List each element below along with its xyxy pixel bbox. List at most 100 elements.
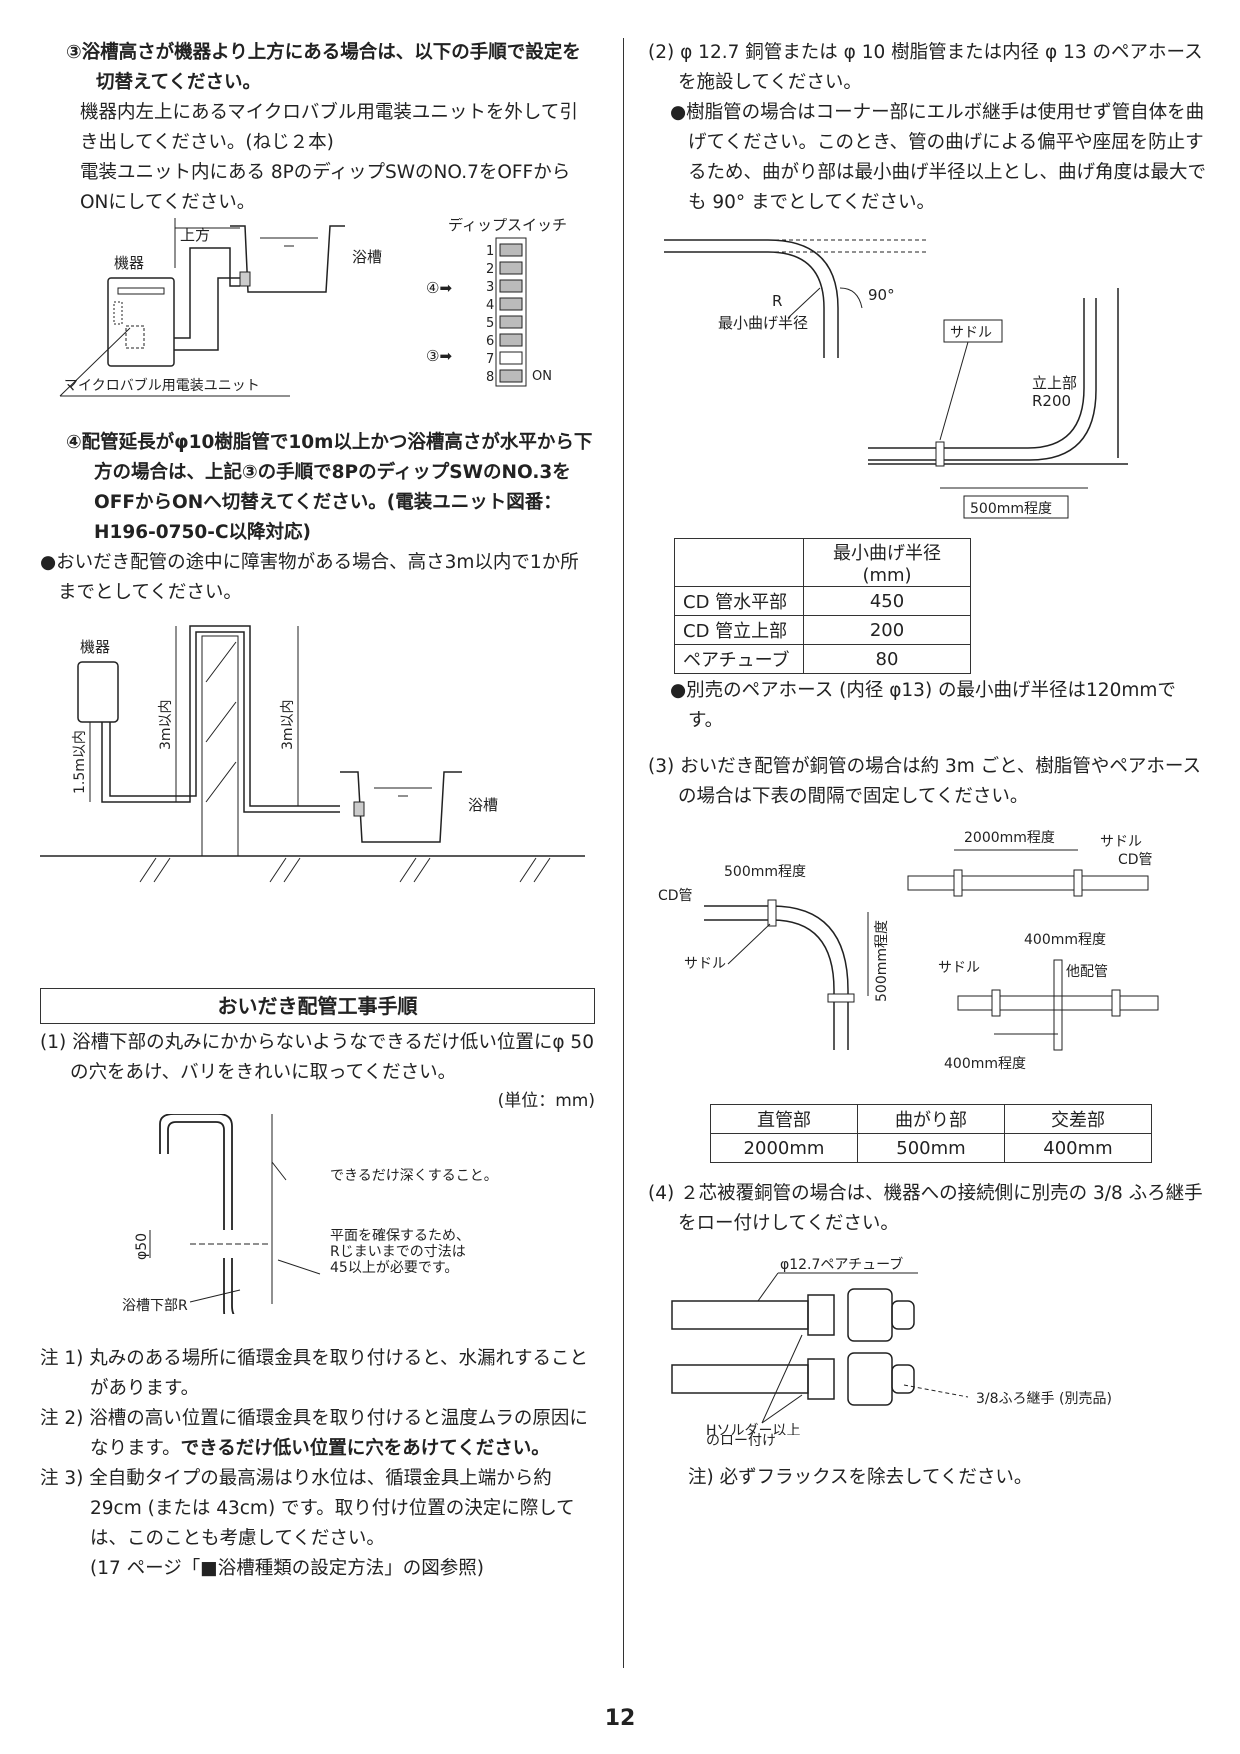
table-row: CD 管水平部 450: [674, 586, 971, 616]
fig4-saddle-box: [943, 319, 1003, 343]
table-row: ペアチューブ 80: [674, 644, 971, 674]
fig-bending-radius-diagram: 90° R 最小曲げ半径 サドル 立上部 R200 500mm程度: [664, 239, 1128, 519]
fig5-cross-pipe: [957, 995, 1159, 1011]
table2-value: 400mm: [1004, 1133, 1152, 1163]
fig5-saddle-5: [991, 989, 1001, 1017]
right-column: (2) φ 12.7 銅管または φ 10 樹脂管または内径 φ 13 のペアホ…: [648, 38, 1208, 1493]
note-3: 注 3) 全自動タイプの最高湯はり水位は、循環金具上端から約29cm (または …: [40, 1468, 575, 1549]
page-number: 12: [604, 1706, 636, 1731]
table1-header: 最小曲げ半径 (mm): [803, 538, 971, 587]
fig4-pipe-b: [664, 251, 825, 358]
dip-switch-number: 4: [486, 298, 494, 313]
fig3-phi50-label: φ50: [134, 1233, 150, 1260]
table1-row-value: 450: [803, 586, 971, 616]
procedure-4: (4) ２芯被覆銅管の場合は、機器への接続側に別売の 3/8 ふろ継手をロー付け…: [648, 1183, 1203, 1234]
device-box: [107, 277, 175, 367]
fig5-saddle-b-leader: [727, 923, 771, 965]
fig1-dip-title: ディップスイッチ: [448, 218, 567, 234]
wall-hatch-3: [205, 761, 237, 803]
fig1-marker-4: ④➡: [426, 279, 452, 297]
table1-row-name: ペアチューブ: [674, 644, 804, 674]
fig5-saddle-2: [1073, 869, 1083, 897]
fig5-saddle-4: [827, 993, 855, 1003]
fig1-on-label: ON: [532, 369, 552, 384]
note-2-text: 注 2) 浴槽の高い位置に循環金具を取り付けると温度ムラの原因になります。: [40, 1408, 588, 1459]
lower-pipe: [174, 277, 240, 351]
dip-switch-number: 2: [486, 262, 494, 277]
fig3-flat-label-1: 平面を確保するため、: [330, 1228, 470, 1244]
fig4-r-label: R: [772, 292, 782, 310]
left-column: ③浴槽高さが機器より上方にある場合は、以下の手順で設定を切替えてください。 機器…: [40, 38, 595, 1584]
table2-value: 500mm: [857, 1133, 1005, 1163]
fig4-saddle-leader: [939, 341, 969, 441]
fig5-other-label: 他配管: [1066, 964, 1108, 980]
device-top-slot: [117, 287, 165, 295]
fig2-h15-label: 1.5m以内: [72, 730, 88, 794]
fig5-cd-b-label: CD管: [658, 888, 693, 904]
fig3-tub-wall: [223, 1258, 226, 1314]
note-flux: 注) 必ずフラックスを除去してください。: [688, 1467, 1033, 1488]
fig1-unit-label: マイクロバブル用電装ユニット: [64, 377, 260, 394]
note-2-emphasis: できるだけ低い位置に穴をあけてください。: [180, 1438, 550, 1459]
procedure-3: (3) おいだき配管が銅管の場合は約 3m ごと、樹脂管やペアホースの場合は下表…: [648, 756, 1201, 807]
table1-row-name: CD 管水平部: [674, 586, 804, 616]
table1-row-value: 80: [803, 644, 971, 674]
fig6-pair-leader: [757, 1272, 779, 1302]
fig1-marker-3: ③➡: [426, 347, 452, 365]
fig2-fitting: [353, 801, 365, 817]
fig4-saddle-mark: [935, 441, 945, 467]
fig6-pair-label: φ12.7ペアチューブ: [780, 1256, 903, 1273]
fig6-joint-bottom: [671, 1352, 915, 1406]
fig2-pipe-outer: [101, 625, 340, 807]
fig2-pipe-inner: [109, 631, 340, 813]
table2-header: 直管部: [710, 1104, 858, 1134]
table1-row-name: CD 管立上部: [674, 615, 804, 645]
fig4-riser-label-1: 立上部: [1032, 374, 1077, 392]
note-2: 注 2) 浴槽の高い位置に循環金具を取り付けると温度ムラの原因になります。できる…: [40, 1404, 595, 1464]
fig5-2000-label: 2000mm程度: [964, 830, 1055, 846]
upper-pipe: [174, 247, 240, 339]
fig4-r-leader: [787, 287, 821, 319]
fig6-solder-label-2: のロー付け: [706, 1433, 776, 1449]
fig4-min-radius-label: 最小曲げ半径: [718, 314, 808, 332]
fig4-500-box: [963, 495, 1069, 519]
fig6-solder-leader-1: [761, 1334, 803, 1424]
bathtub-outline: [230, 225, 345, 293]
device-inner-detail: [113, 301, 123, 325]
fig5-straight-pipe: [907, 875, 1149, 891]
fig5-other-pipe: [1053, 959, 1063, 1051]
fig-obstacle-diagram: 機器 3m以内 3m以内 1.5m以内 浴槽: [40, 625, 585, 883]
table-row: 2000mm 500mm 400mm: [710, 1133, 1152, 1163]
fig5-bend-pipe-a: [704, 905, 849, 1050]
table1-row-value: 200: [803, 615, 971, 645]
dip-switch-lever: [499, 297, 523, 311]
dip-switch-lever: [499, 351, 523, 365]
table1-header-row: 最小曲げ半径 (mm): [674, 538, 971, 587]
fig2-h3b-label: 3m以内: [280, 699, 296, 750]
fig5-saddle-6: [1111, 989, 1121, 1017]
dip-switch-lever: [499, 243, 523, 257]
dip-switch-number: 7: [486, 352, 494, 367]
fig4-angle-arc: [839, 287, 863, 309]
fig6-solder-leader-2: [761, 1394, 803, 1424]
fig3-bottom-r-label: 浴槽下部R: [122, 1298, 188, 1314]
step3-paragraph-2: 電装ユニット内にある 8PのディップSWのNO.7をOFFからONにしてください…: [80, 162, 571, 213]
dip-switch-lever: [499, 333, 523, 347]
circulation-fitting: [239, 271, 251, 287]
note-3-reference: (17 ページ「■浴槽種類の設定方法」の図参照): [90, 1558, 484, 1579]
fig3-flat-label-2: Rじまいまでの寸法は: [330, 1244, 466, 1260]
unit-leader-line: [59, 327, 131, 397]
fig5-saddle-c-label: サドル: [938, 960, 980, 976]
fig3-deep-label: できるだけ深くすること。: [330, 1168, 498, 1184]
wall-hatch-1: [205, 641, 237, 683]
fig1-upper-label: 上方: [180, 226, 210, 244]
fig2-h3a-label: 3m以内: [158, 699, 174, 750]
table2-header: 交差部: [1004, 1104, 1152, 1134]
dip-switch-number: 3: [486, 280, 494, 295]
fig3-flat-leader: [277, 1259, 321, 1275]
dip-switch-lever: [499, 315, 523, 329]
fig1-bathtub-label: 浴槽: [352, 248, 382, 266]
procedure-1: (1) 浴槽下部の丸みにかからないようなできるだけ低い位置にφ 50 の穴をあけ…: [40, 1032, 594, 1083]
fig3-pipe-inner: [159, 1114, 233, 1230]
